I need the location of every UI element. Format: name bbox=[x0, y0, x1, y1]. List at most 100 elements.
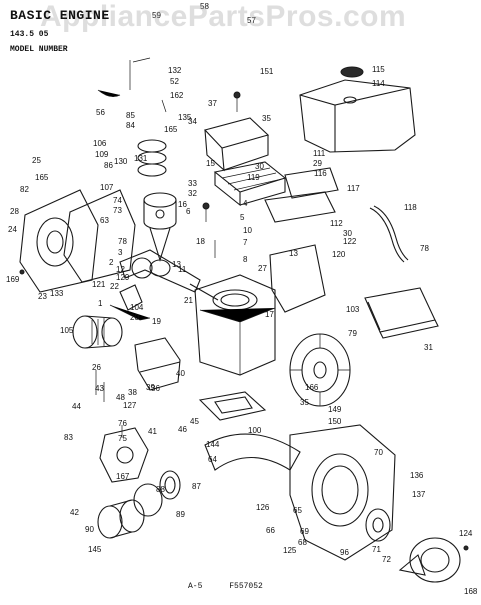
part-callout: 136 bbox=[410, 471, 424, 480]
part-callout: 120 bbox=[332, 250, 346, 259]
part-callout: 35 bbox=[300, 398, 309, 407]
part-callout: 22 bbox=[110, 282, 119, 291]
part-callout: 71 bbox=[372, 545, 381, 554]
part-callout: 11 bbox=[178, 265, 187, 274]
part-callout: 135 bbox=[178, 113, 192, 122]
control-bracket bbox=[134, 337, 181, 391]
part-callout: 151 bbox=[260, 67, 274, 76]
part-callout: 1 bbox=[98, 299, 103, 308]
part-callout: 168 bbox=[464, 587, 478, 596]
part-callout: 20 bbox=[130, 313, 139, 322]
diagram-footer: A-5 F557052 bbox=[188, 582, 285, 591]
part-callout: 33 bbox=[188, 179, 197, 188]
part-callout: 19 bbox=[152, 317, 161, 326]
part-callout: 111 bbox=[313, 149, 326, 158]
part-callout: 74 bbox=[113, 196, 122, 205]
part-callout: 21 bbox=[184, 296, 193, 305]
part-callout: 150 bbox=[328, 417, 342, 426]
part-callout: 30 bbox=[343, 229, 352, 238]
fasteners bbox=[19, 57, 469, 551]
part-callout: 42 bbox=[70, 508, 79, 517]
part-callout: 10 bbox=[243, 226, 252, 235]
part-callout: 34 bbox=[188, 117, 197, 126]
fuel-tank bbox=[299, 66, 416, 153]
part-callout: 75 bbox=[118, 434, 127, 443]
part-callout: 145 bbox=[88, 545, 102, 554]
recoil-starter bbox=[398, 537, 461, 583]
air-cleaner bbox=[72, 315, 123, 349]
base-gasket bbox=[198, 391, 267, 421]
part-callout: 66 bbox=[266, 526, 275, 535]
part-callout: 70 bbox=[374, 448, 383, 457]
part-callout: 131 bbox=[134, 154, 148, 163]
part-callout: 37 bbox=[208, 99, 217, 108]
part-callout: 88 bbox=[156, 485, 165, 494]
part-callout: 26 bbox=[92, 363, 101, 372]
part-callout: 127 bbox=[123, 401, 137, 410]
fuel-line bbox=[369, 205, 409, 263]
part-callout: 119 bbox=[247, 173, 260, 182]
part-callout: 85 bbox=[126, 111, 135, 120]
part-callout: 3 bbox=[118, 248, 123, 257]
piston bbox=[143, 192, 177, 230]
part-callout: 23 bbox=[38, 292, 47, 301]
part-callout: 137 bbox=[412, 490, 426, 499]
engine-block bbox=[194, 274, 276, 376]
part-callout: 165 bbox=[164, 125, 178, 134]
part-callout: 27 bbox=[258, 264, 267, 273]
part-callout: 25 bbox=[32, 156, 41, 165]
part-callout: 7 bbox=[243, 238, 248, 247]
part-callout: 4 bbox=[243, 199, 248, 208]
part-callout: 167 bbox=[116, 472, 130, 481]
part-callout: 41 bbox=[148, 427, 157, 436]
part-callout: 105 bbox=[60, 326, 74, 335]
part-callout: 115 bbox=[372, 65, 385, 74]
part-callout: 72 bbox=[382, 555, 391, 564]
part-callout: 46 bbox=[178, 425, 187, 434]
part-callout: 166 bbox=[305, 383, 319, 392]
part-callout: 36 bbox=[151, 384, 160, 393]
part-callout: 130 bbox=[114, 157, 128, 166]
part-callout: 107 bbox=[100, 183, 114, 192]
model-caption: MODEL NUMBER bbox=[10, 45, 68, 54]
part-callout: 57 bbox=[247, 16, 256, 25]
part-callout: 65 bbox=[293, 506, 302, 515]
part-callout: 103 bbox=[346, 305, 360, 314]
part-callout: 35 bbox=[262, 114, 271, 123]
part-callout: 13 bbox=[289, 249, 298, 258]
part-callout: 43 bbox=[95, 384, 104, 393]
part-callout: 106 bbox=[93, 139, 107, 148]
part-callout: 149 bbox=[328, 405, 342, 414]
part-callout: 116 bbox=[314, 169, 327, 178]
page-label: A-5 bbox=[188, 582, 203, 591]
part-callout: 86 bbox=[104, 161, 113, 170]
part-callout: 82 bbox=[20, 185, 29, 194]
part-callout: 24 bbox=[8, 225, 17, 234]
part-callout: 58 bbox=[200, 2, 209, 11]
part-callout: 5 bbox=[240, 213, 245, 222]
part-callout: 52 bbox=[170, 77, 179, 86]
part-callout: 13 bbox=[172, 260, 181, 269]
part-callout: 2 bbox=[109, 258, 114, 267]
part-callout: 129 bbox=[116, 273, 130, 282]
part-callout: 45 bbox=[190, 417, 199, 426]
cylinder-shroud bbox=[269, 244, 326, 313]
part-callout: 8 bbox=[243, 255, 248, 264]
part-callout: 32 bbox=[188, 189, 197, 198]
cylinder-baffle bbox=[204, 433, 301, 471]
part-callout: 121 bbox=[92, 280, 106, 289]
carburetor bbox=[99, 427, 149, 483]
piston-rings bbox=[137, 139, 167, 177]
figure-number: F557052 bbox=[229, 582, 263, 591]
part-callout: 79 bbox=[348, 329, 357, 338]
part-callout: 100 bbox=[248, 426, 262, 435]
part-callout: 122 bbox=[343, 237, 357, 246]
part-callout: 84 bbox=[126, 121, 135, 130]
part-callout: 109 bbox=[95, 150, 109, 159]
flywheel bbox=[289, 333, 351, 407]
part-callout: 16 bbox=[178, 200, 187, 209]
model-number: 143.5 05 bbox=[10, 30, 49, 39]
part-callout: 63 bbox=[100, 216, 109, 225]
part-callout: 132 bbox=[168, 66, 182, 75]
